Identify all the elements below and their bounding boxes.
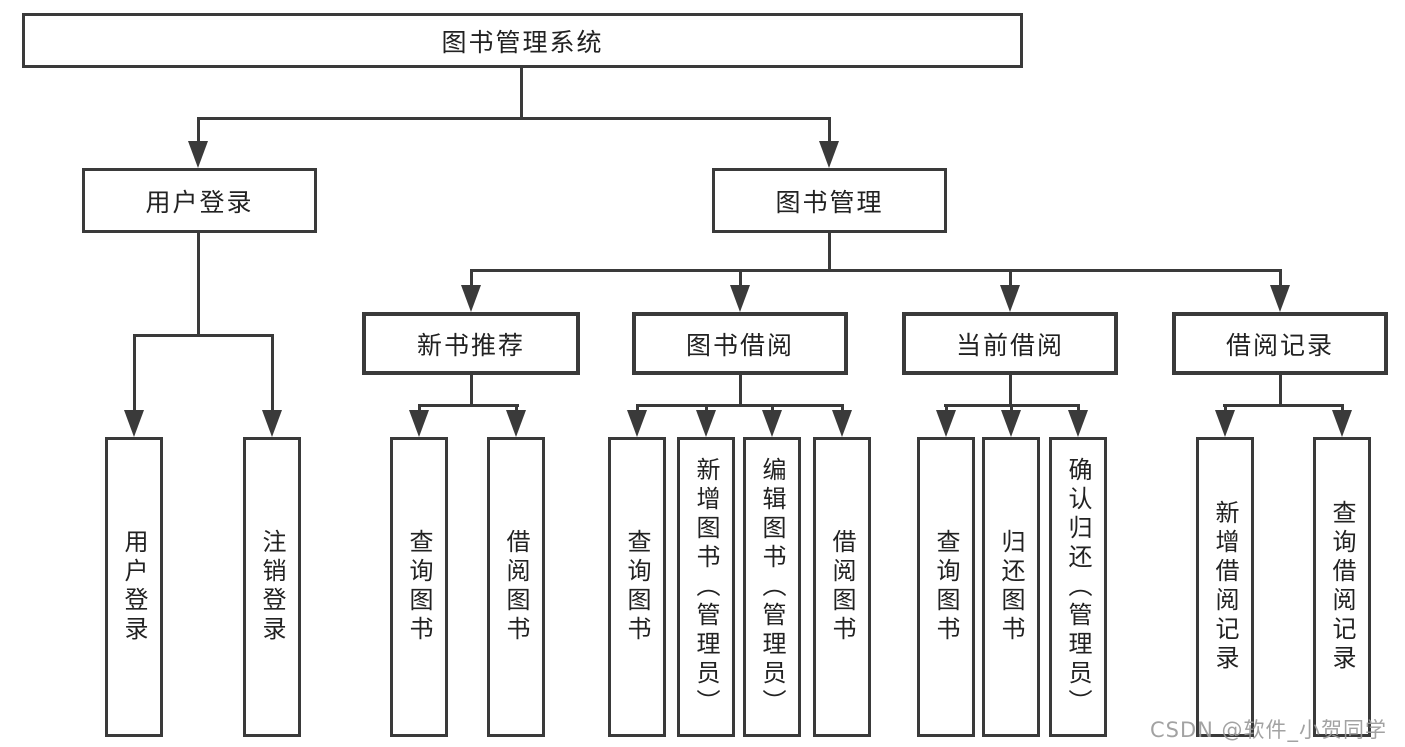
leaf-edit-book-admin: 编辑图书（管理员） <box>743 437 801 737</box>
arrowhead-book-management <box>819 141 839 168</box>
connector-borrow-records-splitter <box>1223 404 1344 407</box>
connector-line <box>418 404 421 414</box>
connector-line <box>1010 404 1013 414</box>
connector-line <box>1009 269 1012 287</box>
arrowhead-current-borrowing <box>1000 285 1020 312</box>
leaf-add-borrow-record: 新增借阅记录 <box>1196 437 1254 737</box>
connector-book-borrow-stub <box>739 375 742 406</box>
csdn-watermark: CSDN @软件_小贺同学 <box>1150 718 1388 742</box>
leaf-return-books-label: 归还图书 <box>997 529 1025 645</box>
connector-line <box>739 269 742 287</box>
leaf-add-book-admin-label: 新增图书（管理员） <box>692 456 720 718</box>
connector-line <box>771 404 774 414</box>
arrowhead-leaf <box>1215 410 1235 437</box>
connector-line <box>133 334 136 412</box>
arrowhead-user-login <box>188 141 208 168</box>
arrowhead-borrow-records <box>1270 285 1290 312</box>
arrowhead-leaf-logout-login <box>262 410 282 437</box>
connector-user-login-stub <box>197 233 200 337</box>
leaf-user-login-label: 用户登录 <box>120 529 148 645</box>
connector-line <box>1224 404 1227 414</box>
leaf-borrow-books-2: 借阅图书 <box>813 437 871 737</box>
leaf-return-books: 归还图书 <box>982 437 1040 737</box>
leaf-query-books-1-label: 查询图书 <box>405 529 433 645</box>
connector-new-book-splitter <box>418 404 519 407</box>
connector-new-book-stub <box>470 375 473 406</box>
arrowhead-leaf <box>627 410 647 437</box>
connector-line <box>1279 269 1282 287</box>
leaf-query-books-2: 查询图书 <box>608 437 666 737</box>
node-user-login: 用户登录 <box>82 168 317 233</box>
leaf-add-borrow-record-label: 新增借阅记录 <box>1211 500 1239 674</box>
leaf-confirm-return-admin-label: 确认归还（管理员） <box>1064 456 1092 718</box>
leaf-edit-book-admin-label: 编辑图书（管理员） <box>758 456 786 718</box>
leaf-query-books-3: 查询图书 <box>917 437 975 737</box>
node-borrow-records: 借阅记录 <box>1172 312 1388 375</box>
arrowhead-leaf-user-login <box>124 410 144 437</box>
connector-borrow-records-stub <box>1279 375 1282 406</box>
node-book-management: 图书管理 <box>712 168 947 233</box>
node-book-borrowing: 图书借阅 <box>632 312 848 375</box>
connector-line <box>271 334 274 412</box>
connector-line <box>1341 404 1344 414</box>
arrowhead-leaf <box>1001 410 1021 437</box>
connector-level2-splitter <box>470 269 1282 272</box>
arrowhead-leaf <box>936 410 956 437</box>
connector-line <box>705 404 708 414</box>
connector-book-mgmt-stub <box>828 233 831 272</box>
leaf-logout-login: 注销登录 <box>243 437 301 737</box>
arrowhead-leaf <box>832 410 852 437</box>
leaf-add-book-admin: 新增图书（管理员） <box>677 437 735 737</box>
arrowhead-leaf <box>409 410 429 437</box>
arrowhead-leaf <box>1332 410 1352 437</box>
connector-line <box>945 404 948 414</box>
arrowhead-leaf <box>762 410 782 437</box>
connector-user-login-splitter <box>133 334 274 337</box>
node-current-borrowing: 当前借阅 <box>902 312 1118 375</box>
node-new-book-recommend: 新书推荐 <box>362 312 580 375</box>
connector-current-borrow-stub <box>1009 375 1012 406</box>
leaf-borrow-books-1-label: 借阅图书 <box>502 529 530 645</box>
connector-line <box>197 117 200 145</box>
leaf-borrow-books-1: 借阅图书 <box>487 437 545 737</box>
leaf-query-books-1: 查询图书 <box>390 437 448 737</box>
leaf-query-books-3-label: 查询图书 <box>932 529 960 645</box>
connector-line <box>470 269 473 287</box>
connector-book-borrow-splitter <box>636 404 844 407</box>
connector-line <box>515 404 518 414</box>
arrowhead-new-book-recommend <box>461 285 481 312</box>
connector-line <box>1077 404 1080 414</box>
node-library-system: 图书管理系统 <box>22 13 1023 68</box>
connector-line <box>828 117 831 145</box>
arrowhead-leaf <box>696 410 716 437</box>
arrowhead-leaf <box>506 410 526 437</box>
leaf-logout-login-label: 注销登录 <box>258 529 286 645</box>
connector-level1-splitter <box>197 117 831 120</box>
leaf-user-login: 用户登录 <box>105 437 163 737</box>
arrowhead-book-borrowing <box>730 285 750 312</box>
leaf-query-borrow-record: 查询借阅记录 <box>1313 437 1371 737</box>
leaf-query-books-2-label: 查询图书 <box>623 529 651 645</box>
connector-line <box>636 404 639 414</box>
leaf-query-borrow-record-label: 查询借阅记录 <box>1328 500 1356 674</box>
connector-line <box>841 404 844 414</box>
leaf-borrow-books-2-label: 借阅图书 <box>828 529 856 645</box>
arrowhead-leaf <box>1068 410 1088 437</box>
leaf-confirm-return-admin: 确认归还（管理员） <box>1049 437 1107 737</box>
connector-root-stub <box>520 66 523 119</box>
